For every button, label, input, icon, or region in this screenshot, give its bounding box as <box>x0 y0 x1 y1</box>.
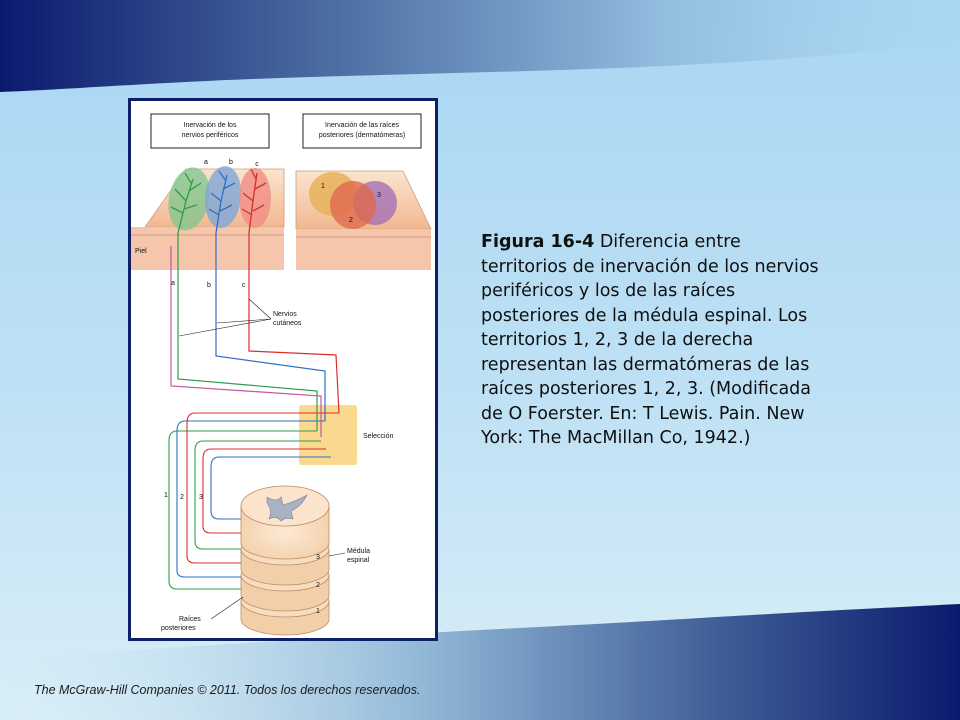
innervation-diagram: Inervación de los nervios periféricos In… <box>131 113 432 636</box>
skin-label: Piel <box>135 248 147 255</box>
territory-a <box>168 167 210 231</box>
nerve-label-top-a: a <box>204 159 208 166</box>
nerve-label-top-b: b <box>229 159 233 166</box>
peripheral-title-line1: Inervación de los <box>184 122 237 129</box>
selection-box <box>299 405 357 465</box>
spinal-cord <box>240 485 330 636</box>
nerve-label-bottom-c: c <box>242 282 246 289</box>
peripheral-title-line2: nervios periféricos <box>182 132 239 139</box>
nerve-label-bottom-a: a <box>171 280 175 287</box>
dermatome-label-1: 1 <box>321 183 325 190</box>
cutaneous-nerves-line1: Nervios <box>273 311 297 318</box>
nerve-trunks <box>170 233 340 437</box>
figure-label: Figura 16-4 <box>481 232 595 252</box>
posterior-roots-line1: Raíces <box>179 616 201 623</box>
nerve-label-bottom-b: b <box>207 282 211 289</box>
caption-text: Diferencia entre territorios de inervaci… <box>481 232 819 448</box>
segment-label-2: 2 <box>316 582 320 589</box>
peripheral-nerve-title-box <box>150 113 270 149</box>
root-fibres <box>168 412 339 590</box>
dermatome-label-3: 3 <box>377 192 381 199</box>
nerve-a-branches <box>170 172 202 234</box>
root-number-1: 1 <box>164 492 168 499</box>
figure-frame: Inervación de los nervios periféricos In… <box>128 98 438 641</box>
right-skin-layer <box>296 229 431 270</box>
root-number-2: 2 <box>180 494 184 501</box>
nerve-label-top-c: c <box>255 161 259 168</box>
spinal-cord-line1: Médula <box>347 548 370 555</box>
root-number-3: 3 <box>199 494 203 501</box>
posterior-roots-line2: posteriores <box>161 625 196 632</box>
left-skin-layer <box>131 227 284 270</box>
cutaneous-nerves-line2: cutáneos <box>273 320 302 327</box>
figure-caption: Figura 16-4 Diferencia entre territorios… <box>481 230 826 451</box>
gray-matter <box>266 494 308 522</box>
nerve-c-branches <box>241 168 267 234</box>
selection-label: Selección <box>363 433 393 440</box>
territory-c <box>239 168 271 228</box>
top-wave-band <box>0 0 960 92</box>
dermatome-label-2: 2 <box>349 217 353 224</box>
dermatome-title-box <box>302 113 422 149</box>
dermatome-title-line1: Inervación de las raíces <box>325 122 399 129</box>
segment-label-3: 3 <box>316 554 320 561</box>
dermatome-2 <box>330 181 376 229</box>
segment-label-1: 1 <box>316 608 320 615</box>
dermatome-title-line2: posteriores (dermatómeras) <box>319 132 405 139</box>
copyright-footer: The McGraw-Hill Companies © 2011. Todos … <box>34 683 421 697</box>
spinal-cord-line2: espinal <box>347 557 370 564</box>
bottom-wave-band <box>0 604 960 720</box>
nerve-b-branches <box>208 170 236 234</box>
